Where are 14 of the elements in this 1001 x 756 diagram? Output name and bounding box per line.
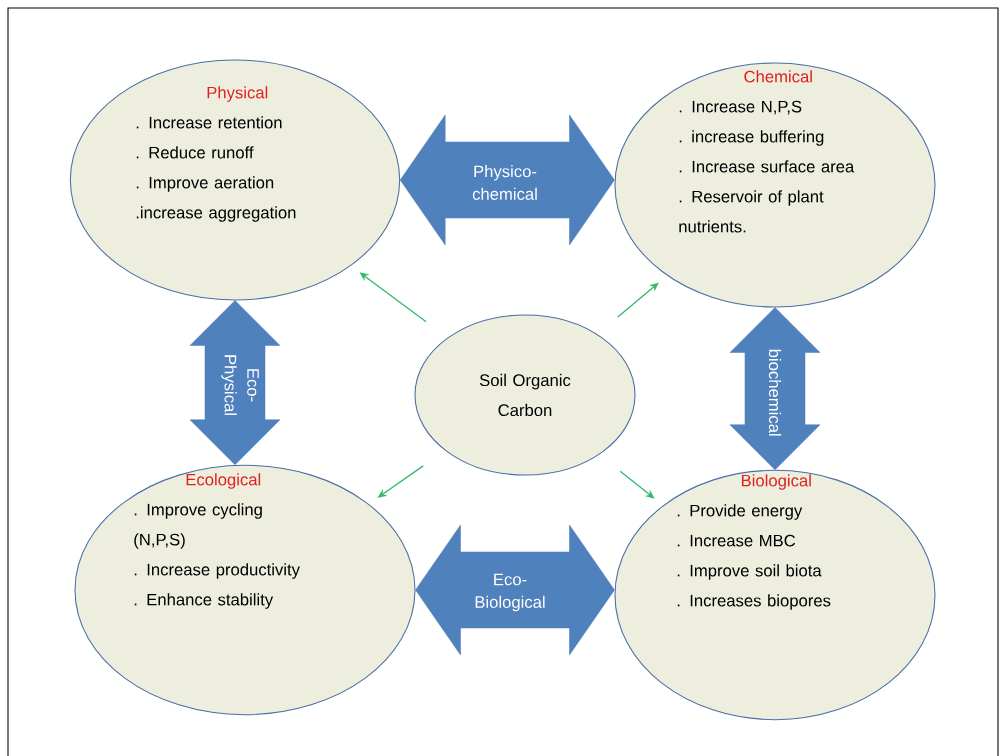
- edge-label: Eco-Biological: [475, 573, 545, 612]
- edge-label: Eco-Physical: [221, 355, 259, 415]
- ellipse-node: Chemical . Increase N,P,S . increase buffering . Increase surface area . Reservoir of plant nutrients.: [614, 62, 936, 308]
- ellipse-node: Soil Organic Carbon: [414, 314, 636, 476]
- block-arrow: [399, 114, 615, 246]
- edge-label: biochemical: [768, 349, 782, 436]
- block-arrow: [729, 307, 821, 471]
- ellipse-node: Biological . Provide energy . Increase MBC . Improve soil biota . Increases biopores: [614, 469, 936, 721]
- block-arrow: [415, 524, 615, 656]
- ellipse-node: Physical . Increase retention . Reduce runoff . Improve aeration .increase aggregation: [69, 59, 401, 301]
- ellipse-node: Ecological . Improve cycling (N,P,S) . Increase productivity . Enhance stability: [74, 464, 416, 716]
- arrow: [617, 282, 659, 318]
- edge-label: Physico-chemical: [472, 165, 537, 200]
- block-arrow: [189, 300, 281, 466]
